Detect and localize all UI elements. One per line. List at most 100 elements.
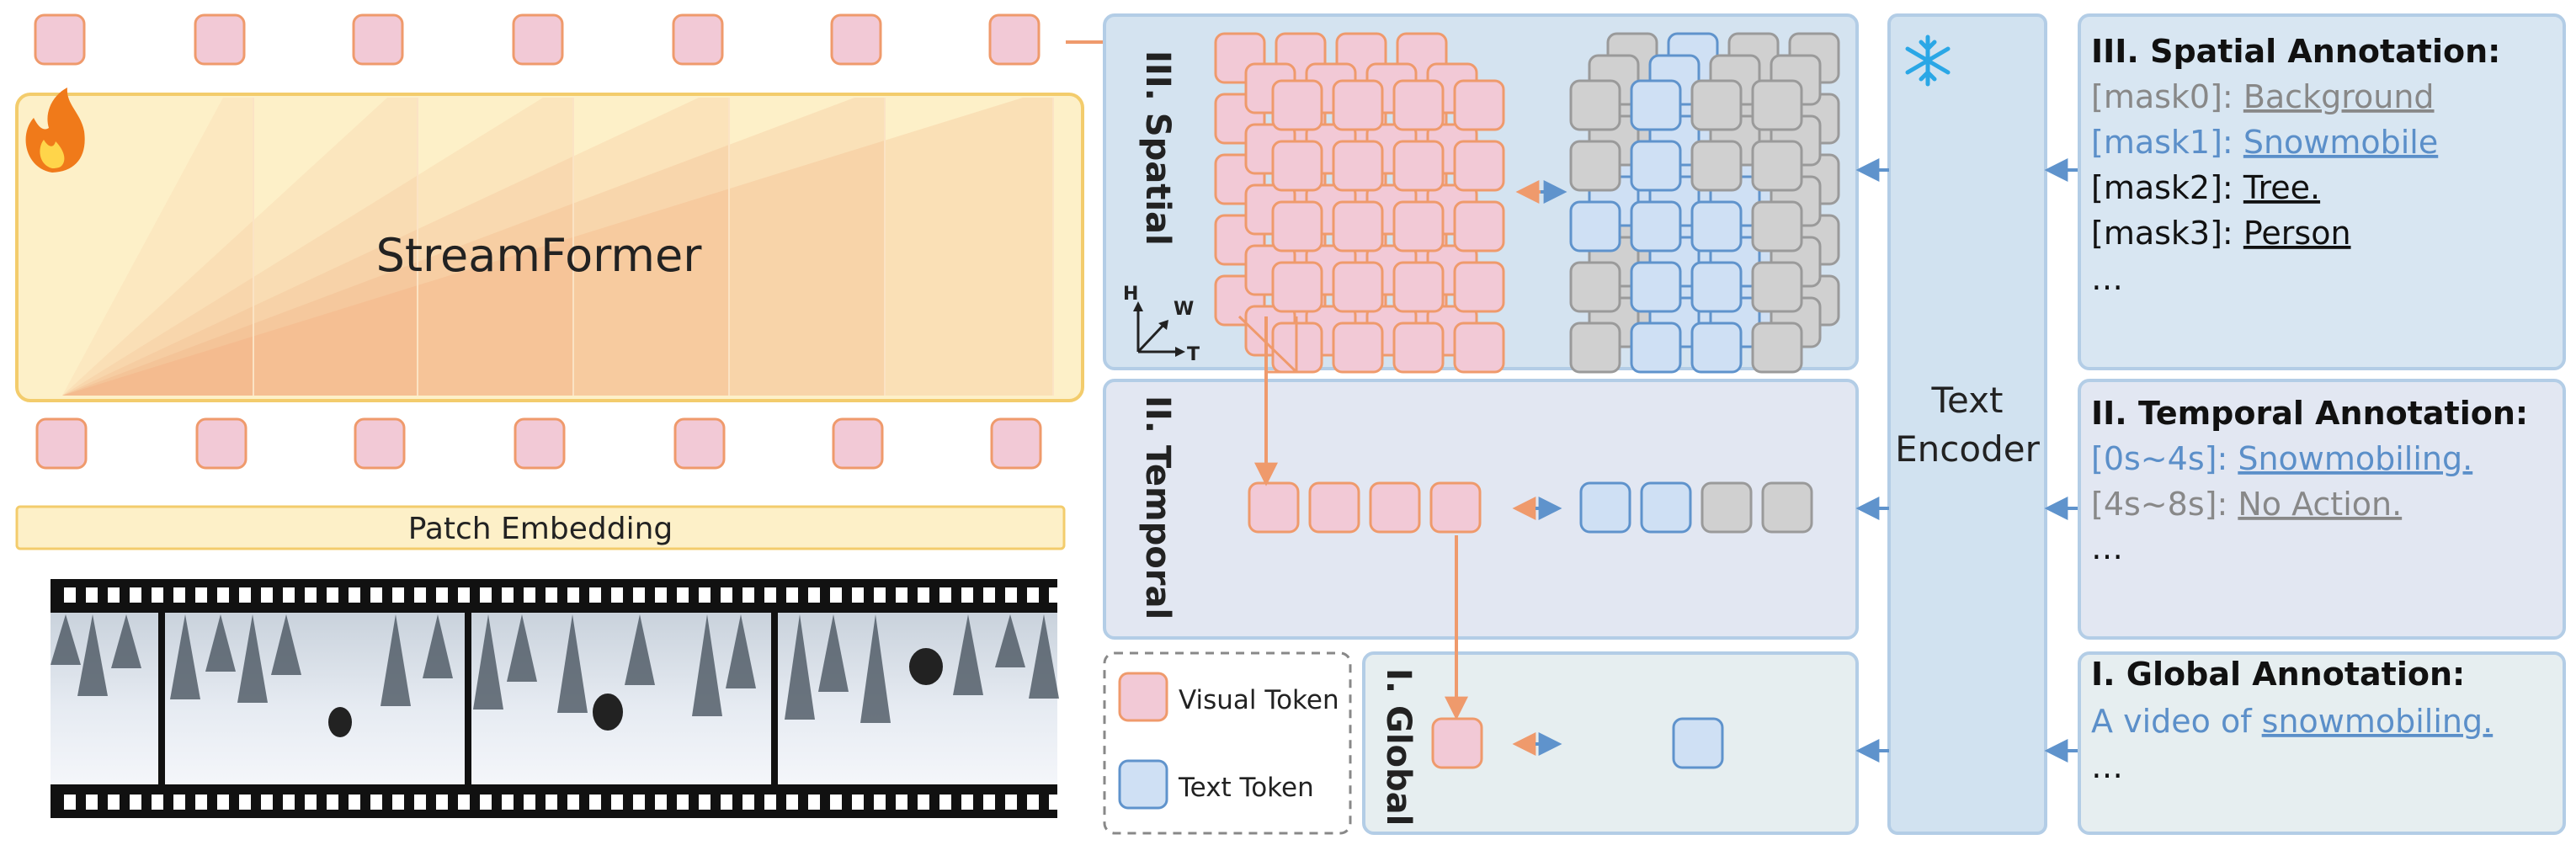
input-token-row — [35, 417, 1042, 470]
legend-text-swatch — [1118, 759, 1168, 810]
legend-visual-swatch — [1118, 672, 1168, 722]
sprocket-hole — [173, 587, 185, 603]
axis-w-label: W — [1174, 299, 1194, 320]
spatial-annotation-more: … — [2091, 260, 2123, 297]
spatial-text-token — [1569, 322, 1621, 374]
patch-embedding-bar — [15, 505, 1066, 550]
spatial-visual-token — [1332, 140, 1384, 192]
sprocket-hole — [1027, 795, 1039, 810]
sprocket-hole — [874, 587, 886, 603]
sprocket-hole — [86, 795, 98, 810]
sprocket-hole — [546, 795, 557, 810]
tree — [726, 614, 756, 688]
sprocket-hole — [458, 587, 470, 603]
tree — [860, 614, 891, 723]
tree — [625, 614, 655, 685]
temporal-visual-token — [1369, 481, 1421, 534]
tree — [271, 614, 301, 675]
sprocket-hole — [370, 587, 382, 603]
spatial-text-token — [1690, 200, 1743, 252]
attention-fan — [62, 98, 253, 396]
spatial-pool-lines — [1237, 315, 1298, 374]
video-filmstrip — [51, 579, 1061, 818]
text-encoder-label-line2: Encoder — [1895, 428, 2040, 470]
temporal-annotation-panel — [2078, 379, 2566, 640]
sprocket-hole — [786, 795, 798, 810]
sprocket-hole — [64, 795, 76, 810]
sprocket-hole — [764, 795, 776, 810]
spatial-text-token — [1690, 322, 1743, 374]
sprocket-hole — [130, 587, 141, 603]
sprocket-hole — [721, 587, 732, 603]
sprocket-hole — [742, 795, 754, 810]
sprocket-hole — [1005, 795, 1017, 810]
sprocket-hole — [195, 587, 207, 603]
sprocket-hole — [458, 795, 470, 810]
sprocket-hole — [502, 587, 514, 603]
attention-fan — [62, 98, 729, 396]
tree — [205, 614, 236, 672]
sprocket-hole — [217, 795, 229, 810]
spatial-visual-token — [1271, 140, 1323, 192]
annotation-item: [mask3]: Person — [2091, 215, 2351, 252]
sprocket-hole — [1049, 587, 1061, 603]
temporal-visual-token — [1248, 481, 1300, 534]
annotation-tag: [0s~4s]: — [2091, 440, 2238, 477]
annotation-label: Person — [2243, 215, 2351, 252]
spatial-text-token — [1751, 200, 1803, 252]
input-visual-token — [832, 417, 884, 470]
spatial-visual-token — [1392, 322, 1445, 374]
temporal-annotation-more: … — [2091, 529, 2123, 566]
tree — [953, 614, 983, 695]
sprocket-hole — [655, 587, 667, 603]
sprocket-hole — [830, 795, 842, 810]
spatial-visual-token — [1453, 200, 1505, 252]
sprocket-hole — [305, 795, 317, 810]
text-encoder-label-line1: Text — [1931, 380, 2004, 421]
spatial-visual-token-grid — [1214, 32, 1505, 374]
sprocket-hole — [239, 795, 251, 810]
sprocket-hole — [1027, 587, 1039, 603]
spatial-visual-token — [1271, 79, 1323, 131]
sprocket-hole — [939, 795, 951, 810]
global-annotation-more: … — [2091, 748, 2123, 785]
annotation-item: [mask0]: Background — [2091, 78, 2435, 115]
sprocket-hole — [152, 795, 163, 810]
annotation-tag: [mask2]: — [2091, 169, 2243, 206]
spatial-annotation-title: III. Spatial Annotation: — [2091, 33, 2500, 70]
tree — [381, 614, 411, 706]
sprocket-hole — [852, 587, 864, 603]
annotation-item: [mask2]: Tree. — [2091, 169, 2320, 206]
input-visual-token — [990, 417, 1042, 470]
sprocket-hole — [480, 795, 492, 810]
spatial-text-token — [1630, 200, 1682, 252]
tree — [77, 614, 108, 696]
sprocket-hole — [567, 587, 579, 603]
tree — [507, 614, 537, 682]
spatial-visual-token — [1271, 261, 1323, 313]
sprocket-hole — [305, 587, 317, 603]
sprocket-hole — [896, 587, 907, 603]
attention-fan — [62, 98, 885, 396]
global-visual-token — [1431, 717, 1483, 769]
spatial-visual-token — [1392, 79, 1445, 131]
spatial-visual-token — [1453, 140, 1505, 192]
sprocket-hole — [983, 795, 995, 810]
sprocket-hole — [808, 795, 820, 810]
sprocket-hole — [896, 795, 907, 810]
sprocket-hole — [524, 795, 535, 810]
annotation-label: Snowmobiling. — [2238, 440, 2472, 477]
video-frame — [471, 613, 771, 784]
attention-fan — [62, 98, 418, 396]
legend-text-label: Text Token — [1178, 773, 1314, 803]
tree — [170, 614, 200, 699]
sprocket-hole — [64, 587, 76, 603]
tree — [692, 614, 722, 716]
sprocket-hole — [808, 587, 820, 603]
sprocket-hole — [939, 587, 951, 603]
sprocket-hole — [392, 587, 404, 603]
annotation-label: Tree. — [2243, 169, 2320, 206]
input-visual-token — [354, 417, 406, 470]
sprocket-hole — [283, 795, 295, 810]
sprocket-hole — [633, 587, 645, 603]
